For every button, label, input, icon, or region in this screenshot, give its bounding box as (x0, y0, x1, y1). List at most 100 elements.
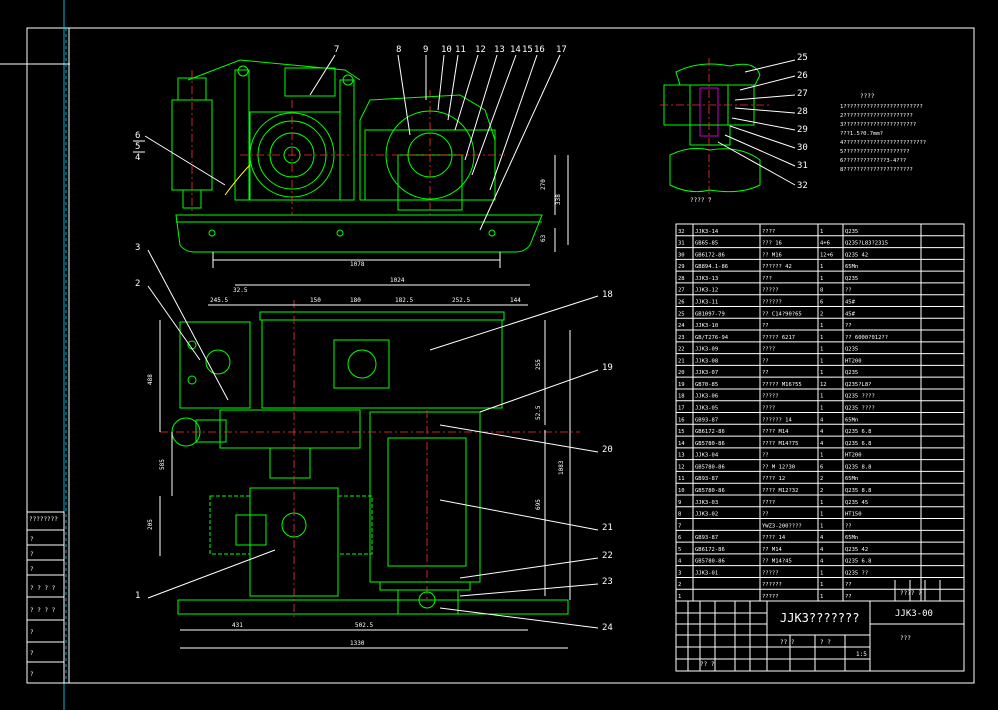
bom-cell: 30 (678, 252, 685, 258)
bom-cell: ????? M16?55 (762, 382, 802, 388)
bom-cell: ??? (762, 276, 772, 282)
bom-cell: 1 (820, 229, 823, 235)
bom-cell: 16 (678, 417, 685, 423)
side-balloons: 25 26 27 28 29 30 31 32 (717, 53, 808, 191)
bom-cell: 11 (678, 476, 685, 482)
bom-cell: JJK3-09 (695, 347, 718, 353)
balloon-21: 21 (602, 523, 613, 533)
bom-cell: ?????? 42 (762, 264, 792, 270)
bom-cell: 1 (820, 323, 823, 329)
balloon-17: 17 (556, 45, 567, 55)
left-strip-label: ???????? (29, 516, 58, 523)
bom-cell: JJK3-04 (695, 453, 719, 459)
bom-cell: JJK3-06 (695, 394, 718, 400)
bom-cell: 1 (820, 276, 823, 282)
svg-text:5????????????????????: 5???????????????????? (840, 149, 910, 155)
bom-cell: Q235 6.8 (845, 559, 872, 565)
dim-plan-180: 180 (350, 297, 361, 304)
bom-cell: GB70-85 (695, 382, 718, 388)
bom-cell: 1 (820, 500, 823, 506)
bom-cell: 14 (678, 441, 685, 447)
bom-cell: Q235 (845, 276, 858, 282)
svg-text:? ?: ? ? (820, 639, 831, 646)
elevation-view: 1078 270 338 63 (171, 59, 569, 268)
dim-plan-182: 182.5 (395, 297, 413, 304)
balloon-1: 1 (135, 591, 140, 601)
bom-cell: ?? (762, 370, 769, 376)
balloon-25: 25 (797, 53, 808, 63)
bom-cell: GB93-87 (695, 535, 718, 541)
bom-cell: 6 (820, 464, 823, 470)
svg-text:?? ?: ?? ? (780, 639, 795, 646)
balloon-32: 32 (797, 181, 808, 191)
svg-text:3??????????????????????: 3?????????????????????? (840, 122, 916, 128)
svg-text:1????????????????????????: 1???????????????????????? (840, 104, 923, 110)
bom-cell: Q235 ???? (845, 406, 875, 412)
bom-cell: 65Mn (845, 535, 858, 541)
bom-cell: 5 (678, 547, 681, 553)
balloon-10: 10 (441, 45, 452, 55)
bom-cell: ?? M14?45 (762, 559, 792, 565)
bom-cell: JJK3-03 (695, 500, 718, 506)
bom-cell: ????? (762, 394, 779, 400)
dim-plan-205: 205 (147, 519, 154, 530)
balloon-7: 7 (334, 45, 339, 55)
bom-cell: Q235 ???? (845, 394, 875, 400)
bom-cell: ????? (762, 288, 779, 294)
bom-cell: ???? 14 (762, 535, 786, 541)
bom-cell: 9 (678, 500, 681, 506)
bom-cell: 22 (678, 347, 685, 353)
bom-cell: ???? M12?32 (762, 488, 798, 494)
bom-cell: Q235 42 (845, 547, 868, 553)
bom-cell: JJK3-14 (695, 229, 719, 235)
balloon-14: 14 (510, 45, 521, 55)
bom-cell: 26 (678, 299, 685, 305)
balloon-30: 30 (797, 143, 808, 153)
bom-cell: 4 (820, 559, 824, 565)
bom-cell: ???? 12 (762, 476, 785, 482)
bom-cell: JJK3-11 (695, 299, 718, 305)
bom-cell: ?????? 14 (762, 417, 792, 423)
bom-cell: 1 (820, 594, 823, 600)
bom-cell: Q235 (845, 370, 858, 376)
bom-cell: 4 (820, 547, 824, 553)
bom-cell: JJK3-10 (695, 323, 718, 329)
svg-text:?? ?: ?? ? (700, 661, 715, 668)
dim-plan-32: 32.5 (233, 287, 248, 294)
balloon-9: 9 (423, 45, 428, 55)
balloon-4: 4 (135, 153, 140, 163)
dim-plan-245: 245.5 (210, 297, 228, 304)
plan-view: 32.5 1024 245.5 150 180 182.5 252.5 144 … (147, 277, 580, 649)
side-detail-view: ???? ? (660, 58, 770, 204)
inner-frame (68, 27, 975, 684)
bom-cell: JJK3-02 (695, 512, 718, 518)
bom-cell: ????? (762, 570, 779, 576)
balloon-2: 2 (135, 279, 140, 289)
balloon-8: 8 (396, 45, 401, 55)
bom-cell: ?? M14 (762, 547, 783, 553)
bom-cell: Q235 6.8 (845, 441, 872, 447)
bom-cell: 1 (820, 394, 823, 400)
bom-cell: 29 (678, 264, 685, 270)
svg-text:???1.5?0.7mm?: ???1.5?0.7mm? (840, 131, 883, 137)
bom-cell: 2 (678, 582, 681, 588)
dim-plan-695: 695 (535, 499, 542, 510)
bom-cell: 23 (678, 335, 685, 341)
svg-text:?: ? (30, 536, 34, 543)
dim-plan-255: 255 (535, 359, 542, 370)
balloon-3: 3 (135, 243, 140, 253)
bom-cell: 4 (820, 429, 824, 435)
balloon-15: 15 (522, 45, 533, 55)
bom-cell: JJK3-05 (695, 406, 718, 412)
left-strip-table: ???????? ??? ? ? ? ?? ? ? ? ??? (26, 511, 65, 684)
svg-text:? ? ? ?: ? ? ? ? (30, 585, 56, 592)
bom-cell: GB93-87 (695, 417, 718, 423)
svg-text:?: ? (30, 566, 34, 573)
bom-cell: 1 (678, 594, 681, 600)
bom-cell: ???? M14 (762, 429, 789, 435)
balloon-27: 27 (797, 89, 808, 99)
bom-cell: 4+6 (820, 241, 830, 247)
bom-cell: 17 (678, 406, 685, 412)
bom-cell: GB5780-86 (695, 559, 725, 565)
dim-h2: 338 (555, 194, 562, 205)
